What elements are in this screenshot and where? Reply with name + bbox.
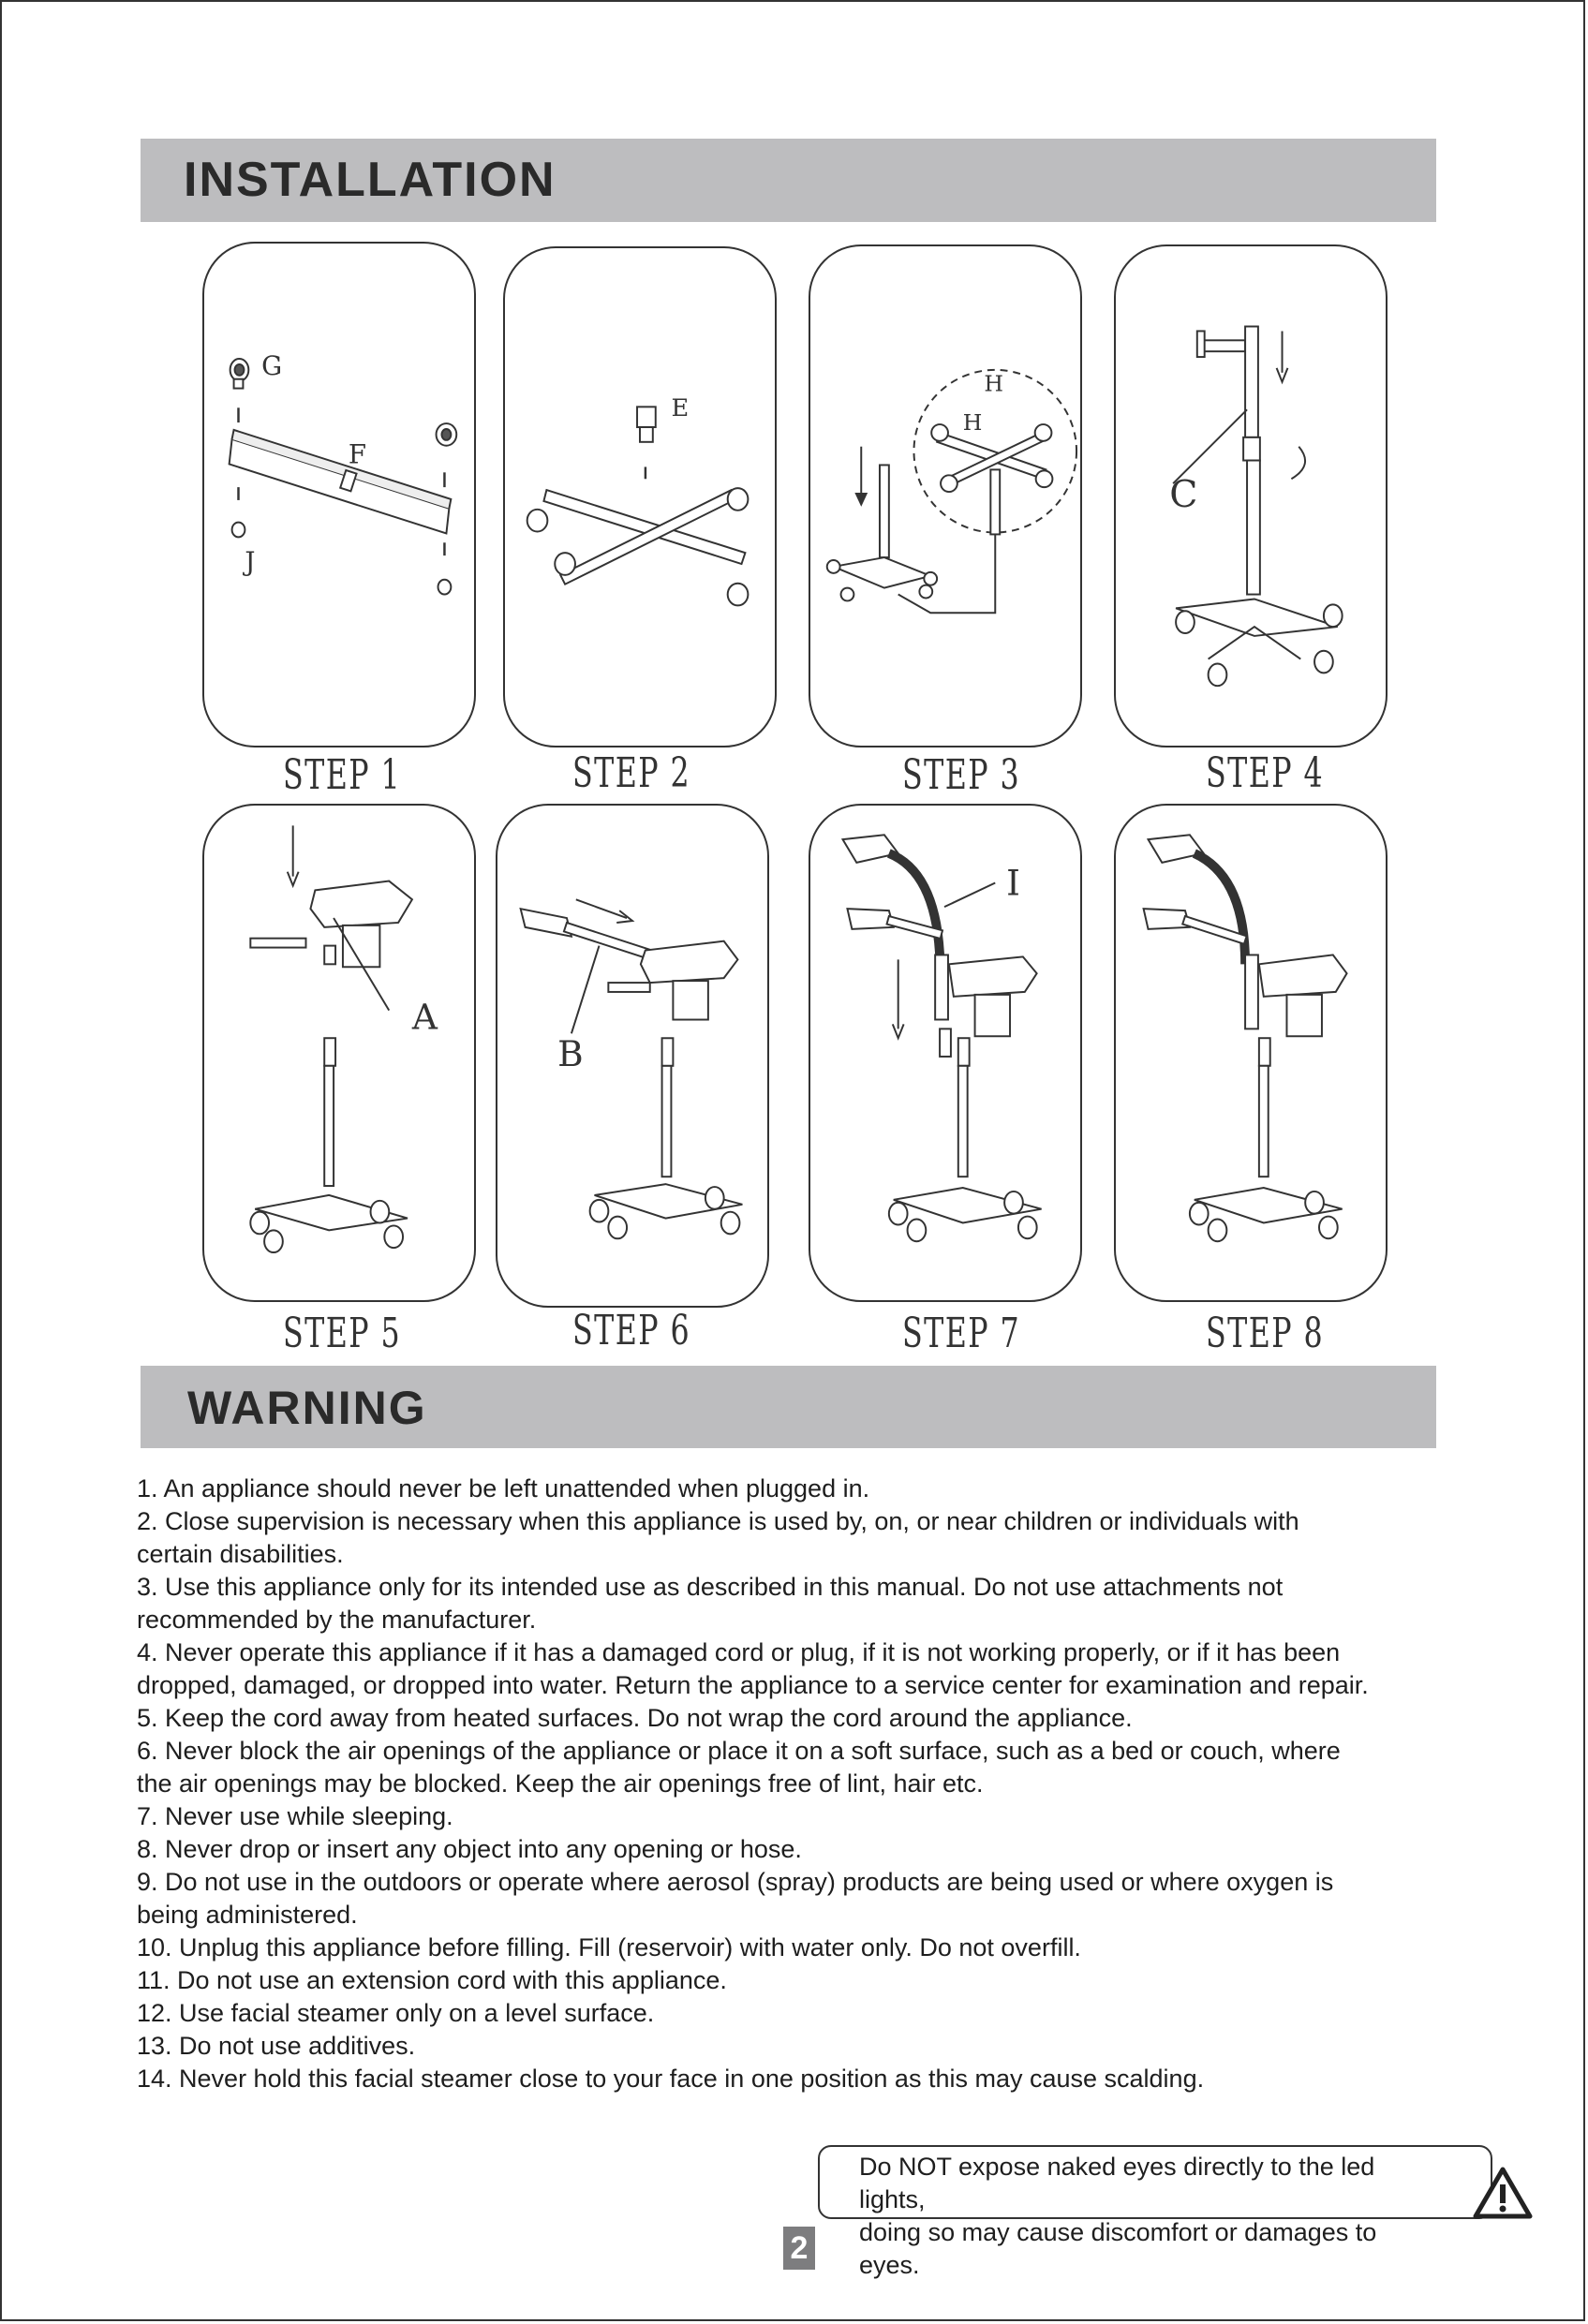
page-number: 2 <box>783 2227 815 2270</box>
warning-item: 7. Never use while sleeping. <box>137 1802 453 1830</box>
step-5-label: STEP 5 <box>283 1310 402 1357</box>
warning-item: 2. Close supervision is necessary when t… <box>137 1507 1307 1568</box>
part-label-f: F <box>349 438 366 469</box>
part-label-b: B <box>557 1033 584 1074</box>
warning-triangle-icon <box>1473 2167 1533 2219</box>
step-7-label: STEP 7 <box>902 1310 1021 1357</box>
step-4-label: STEP 4 <box>1206 749 1325 797</box>
warning-item: 3. Use this appliance only for its inten… <box>137 1573 1290 1634</box>
warning-title: WARNING <box>187 1382 427 1434</box>
step-1-label: STEP 1 <box>283 751 402 799</box>
step-6-label: STEP 6 <box>572 1307 691 1354</box>
step-1-illustration: G F J <box>202 242 476 748</box>
step-7-illustration: I <box>809 804 1082 1302</box>
part-label-i: I <box>1006 862 1020 903</box>
warning-item: 6. Never block the air openings of the a… <box>137 1737 1348 1798</box>
step-8-label: STEP 8 <box>1206 1310 1325 1357</box>
part-label-h-top: H <box>984 371 1003 397</box>
warning-item: 1. An appliance should never be left una… <box>137 1474 870 1502</box>
installation-title: INSTALLATION <box>184 153 557 207</box>
warning-item: 11. Do not use an extension cord with th… <box>137 1966 727 1994</box>
warning-item: 10. Unplug this appliance before filling… <box>137 1933 1081 1961</box>
installation-header: INSTALLATION <box>141 139 1436 222</box>
step-8-illustration <box>1114 804 1388 1302</box>
step-3-label: STEP 3 <box>902 751 1021 799</box>
part-label-a: A <box>411 996 438 1037</box>
part-label-e: E <box>672 394 690 422</box>
step-2-label: STEP 2 <box>572 749 691 797</box>
eye-safety-notice: Do NOT expose naked eyes directly to the… <box>818 2145 1492 2279</box>
warning-item: 9. Do not use in the outdoors or operate… <box>137 1868 1341 1929</box>
warning-item: 12. Use facial steamer only on a level s… <box>137 1999 655 2027</box>
step-6-illustration: B <box>496 804 769 1308</box>
notice-text: Do NOT expose naked eyes directly to the… <box>859 2151 1440 2282</box>
part-label-c: C <box>1169 473 1197 516</box>
part-label-g: G <box>261 350 282 381</box>
part-label-h: H <box>963 409 983 436</box>
step-2-illustration: E <box>503 246 777 748</box>
warning-item: 8. Never drop or insert any object into … <box>137 1835 802 1863</box>
warning-header: WARNING <box>141 1366 1436 1448</box>
step-4-illustration: C <box>1114 244 1388 748</box>
step-3-illustration: H H <box>809 244 1082 748</box>
step-5-illustration: A <box>202 804 476 1302</box>
part-label-j: J <box>242 546 255 577</box>
notice-line-2: doing so may cause discomfort or damages… <box>859 2218 1377 2279</box>
notice-line-1: Do NOT expose naked eyes directly to the… <box>859 2153 1375 2213</box>
warning-list: 1. An appliance should never be left una… <box>137 1473 1373 2095</box>
warning-item: 13. Do not use additives. <box>137 2032 416 2060</box>
warning-item: 14. Never hold this facial steamer close… <box>137 2065 1205 2093</box>
warning-item: 5. Keep the cord away from heated surfac… <box>137 1704 1133 1732</box>
warning-item: 4. Never operate this appliance if it ha… <box>137 1638 1369 1699</box>
